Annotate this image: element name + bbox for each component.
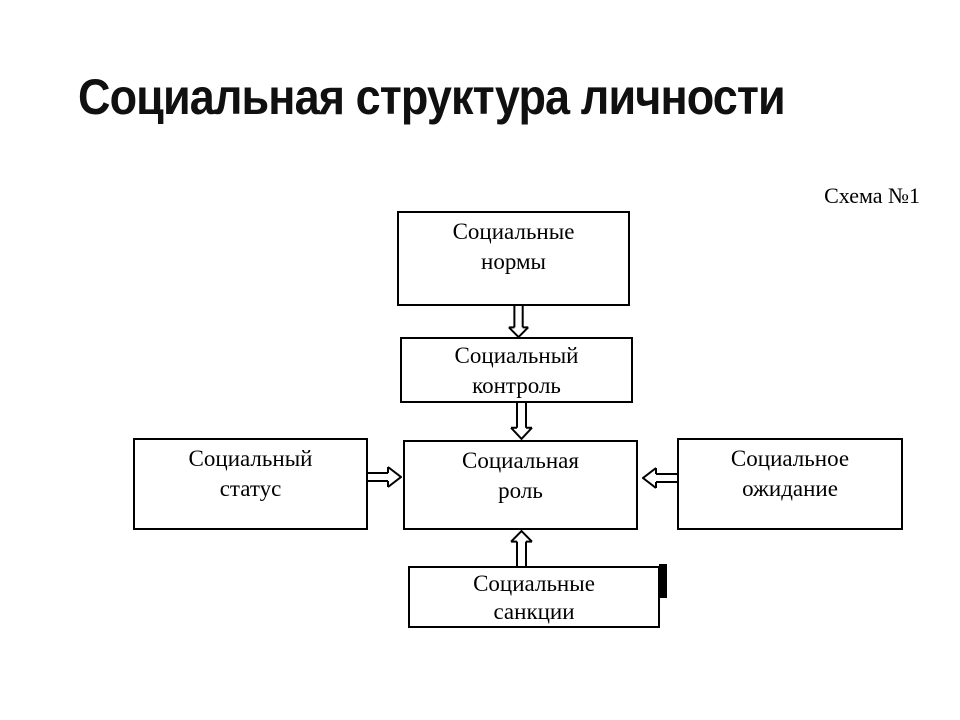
right-arrow-icon: [366, 466, 402, 488]
down-arrow-icon: [509, 402, 535, 440]
sanctions-box-shadow: [659, 564, 667, 598]
box-label-line: Социальное: [730, 446, 850, 471]
box-label-line: статус: [219, 476, 282, 501]
box-label-line: Социальные: [452, 219, 575, 244]
box-label-line: Социальная: [462, 448, 579, 473]
page-title: Социальная структура личности: [78, 69, 786, 125]
diagram-box-social-status: Социальный статус: [133, 438, 368, 530]
box-label-line: Социальные: [473, 571, 595, 596]
box-label-line: Социальный: [188, 446, 313, 471]
schema-number-label: Схема №1: [824, 183, 920, 208]
diagram-box-social-role: Социальная роль: [403, 440, 638, 530]
down-arrow-icon: [507, 305, 531, 338]
box-label-line: роль: [498, 478, 543, 503]
box-label-line: контроль: [472, 373, 561, 398]
box-label-line: санкции: [493, 599, 575, 624]
diagram-box-social-norms: Социальные нормы: [397, 211, 630, 306]
up-arrow-icon: [509, 530, 535, 566]
diagram-box-social-sanctions: Социальные санкции: [408, 566, 660, 628]
box-label-line: ожидание: [742, 476, 838, 501]
box-label-line: Социальный: [454, 343, 579, 368]
diagram-box-social-control: Социальный контроль: [400, 337, 633, 403]
diagram-box-social-expectation: Социальное ожидание: [677, 438, 903, 530]
box-label-line: нормы: [481, 249, 546, 274]
left-arrow-icon: [642, 467, 678, 489]
